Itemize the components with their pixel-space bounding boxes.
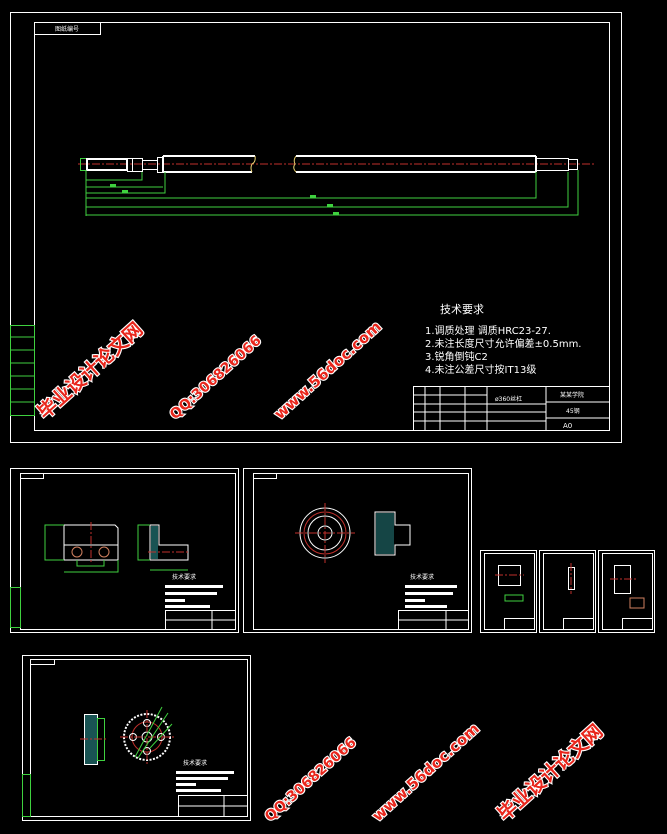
- part-sheet-small-1: [480, 550, 537, 633]
- watermark-qq: QQ:306826066: [167, 333, 265, 423]
- part-sheet-small-2: [539, 550, 596, 633]
- tech-requirement-4: 4.未注公差尺寸按IT13级: [425, 363, 536, 376]
- tech-title-small: 技术要求: [183, 759, 207, 767]
- dimension-lines: [85, 170, 579, 216]
- watermark-group-left: 毕业设计论文网 QQ:306826066 www.56doc.com: [32, 316, 386, 424]
- left-revision-strip: [10, 325, 35, 416]
- part-sheet-bracket: 技术要求: [10, 468, 239, 633]
- tech-requirements-title: 技术要求: [440, 303, 484, 316]
- part-sheet-flange: 技术要求: [243, 468, 472, 633]
- tech-title-small: 技术要求: [410, 573, 434, 581]
- watermark-site-name: 毕业设计论文网: [493, 720, 607, 826]
- watermark-url: www.56doc.com: [271, 317, 385, 422]
- tech-title-small: 技术要求: [172, 573, 196, 581]
- material: 45钢: [566, 407, 580, 415]
- tech-requirement-1: 1.调质处理 调质HRC23-27.: [425, 325, 551, 337]
- watermark-url: www.56doc.com: [369, 719, 483, 824]
- lead-screw-shaft: [78, 155, 596, 173]
- sheet-label: 图纸编号: [55, 25, 79, 33]
- watermark-qq: QQ:306826066: [262, 735, 360, 825]
- school-name: 某某学院: [560, 391, 584, 399]
- watermark-site-name: 毕业设计论文网: [33, 318, 147, 424]
- main-drawing-sheet: 图纸编号: [10, 12, 622, 443]
- tech-requirement-2: 2.未注长度尺寸允许偏差±0.5mm.: [425, 337, 581, 350]
- part-sheet-small-3: [598, 550, 655, 633]
- drawing-name: ø360丝杠: [495, 395, 522, 403]
- part-sheet-sprocket: 技术要求: [22, 655, 251, 821]
- sheet-size: A0: [563, 422, 572, 430]
- tech-requirement-3: 3.锐角倒钝C2: [425, 350, 488, 363]
- title-block: ø360丝杠 某某学院 45钢 A0: [413, 386, 610, 431]
- watermark-group-right: QQ:306826066 www.56doc.com 毕业设计论文网: [261, 718, 608, 826]
